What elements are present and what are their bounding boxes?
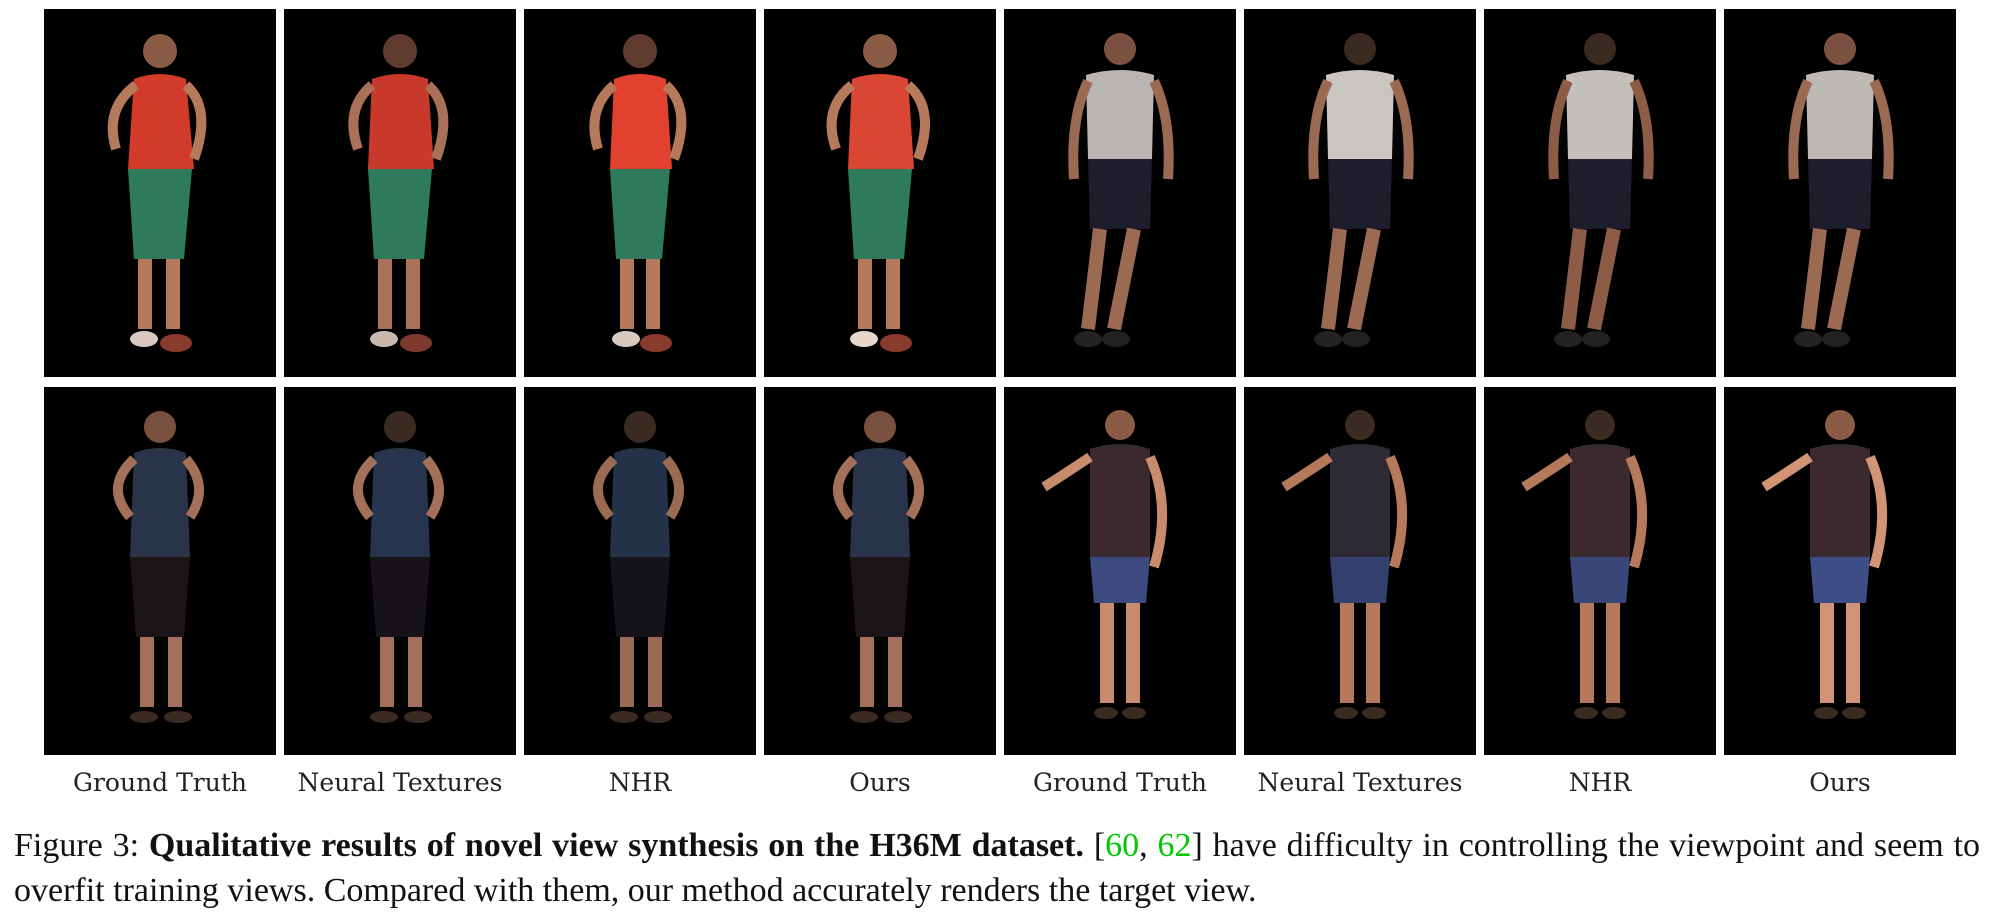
column-label: Ground Truth [73,768,247,797]
render-row2-nhr-b [1484,387,1716,755]
caption-bracket-open: [ [1083,827,1106,864]
render-row1-ours-b [1724,9,1956,377]
person-red-top-figure [826,34,931,352]
render-row1-ours-a [764,9,996,377]
render-row1-ground-truth-a [44,9,276,377]
figure-caption: Figure 3: Qualitative results of novel v… [14,823,1980,913]
render-row2-neural-textures-a [284,387,516,755]
person-blue-shorts-figure [1521,410,1648,719]
person-red-top-figure [348,34,449,352]
render-row2-nhr-a [524,387,756,755]
column-labels: Ground Truth Neural Textures NHR Ours Gr… [44,768,1956,797]
column-label: Ours [1809,768,1871,797]
person-navy-top-figure [592,411,685,723]
caption-body: ] have difficulty in controlling the vie… [14,827,1981,909]
render-row1-neural-textures-b [1244,9,1476,377]
render-row1-neural-textures-a [284,9,516,377]
person-grey-shirt-figure [1308,33,1414,347]
render-row2-ground-truth-a [44,387,276,755]
column-label: Neural Textures [297,768,503,797]
person-grey-shirt-figure [1788,33,1894,347]
render-row1-nhr-a [524,9,756,377]
render-row2-ground-truth-b [1004,387,1236,755]
person-red-top-figure [589,34,687,352]
render-row1-ground-truth-b [1004,9,1236,377]
column-label: NHR [608,768,672,797]
person-navy-top-figure [112,411,205,723]
citation-link-60[interactable]: 60 [1105,827,1140,864]
render-row2-ours-b [1724,387,1956,755]
column-label: Ground Truth [1033,768,1207,797]
caption-prefix: Figure 3: [14,827,149,864]
caption-bold-title: Qualitative results of novel view synthe… [148,827,1084,864]
person-blue-shorts-figure [1281,410,1408,719]
person-blue-shorts-figure [1041,410,1168,719]
caption-comma: , [1139,827,1158,864]
column-label: NHR [1568,768,1632,797]
person-navy-top-figure [832,411,925,723]
column-label: Neural Textures [1257,768,1463,797]
column-label: Ours [849,768,911,797]
person-grey-shirt-figure [1068,33,1174,347]
person-navy-top-figure [352,411,445,723]
citation-link-62[interactable]: 62 [1157,827,1192,864]
render-row2-neural-textures-b [1244,387,1476,755]
person-blue-shorts-figure [1761,410,1888,719]
render-row1-nhr-b [1484,9,1716,377]
person-red-top-figure [107,34,207,352]
figure-image-grid [44,9,1956,755]
person-grey-shirt-figure [1548,33,1654,347]
render-row2-ours-a [764,387,996,755]
